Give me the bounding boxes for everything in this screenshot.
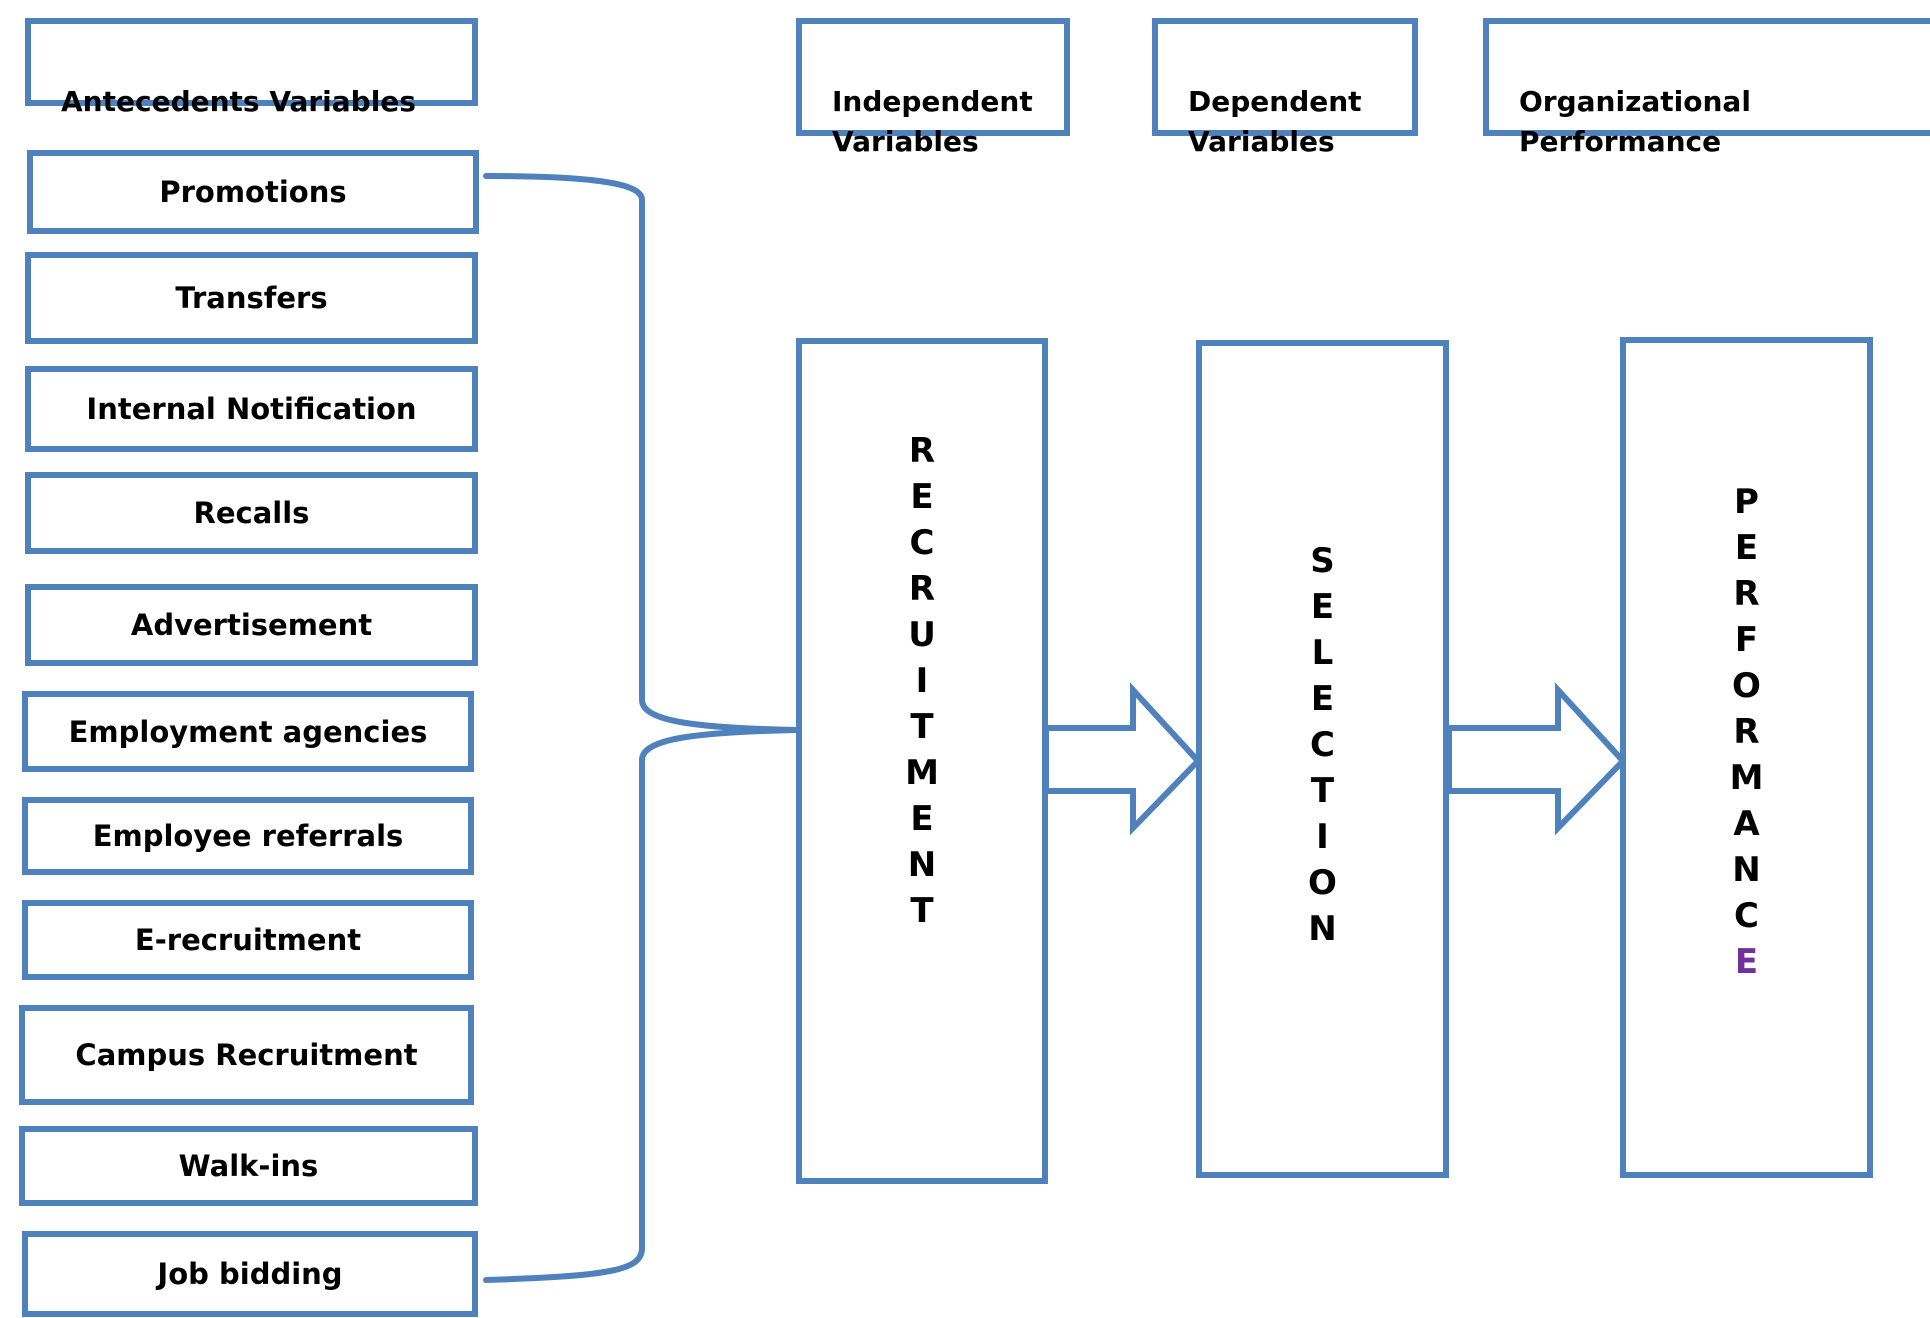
arrow-recruitment-to-selection [1043, 682, 1203, 836]
recruitment-letter: C [909, 523, 935, 563]
performance-vertical-text: P E R F O R M A N C E [1730, 479, 1764, 985]
selection-letter: C [1310, 725, 1335, 765]
recruitment-letter: M [905, 753, 939, 793]
antecedent-advertisement: Advertisement [25, 584, 478, 666]
selection-vertical-text: S E L E C T I O N [1308, 538, 1337, 952]
performance-letter: E [1734, 528, 1759, 568]
performance-letter: F [1734, 620, 1759, 660]
selection-letter: N [1308, 909, 1337, 949]
arrow-selection-to-performance [1446, 682, 1628, 836]
antecedent-label: Employee referrals [92, 819, 404, 853]
performance-box: P E R F O R M A N C E [1620, 337, 1873, 1178]
selection-box: S E L E C T I O N [1196, 340, 1449, 1178]
recruitment-letter: U [908, 615, 936, 655]
header-dependent-variables: Dependent Variables [1152, 18, 1418, 158]
recruitment-letter: E [910, 799, 934, 839]
antecedent-internal-notification: Internal Notification [25, 366, 478, 452]
antecedent-label: E-recruitment [134, 923, 362, 957]
performance-letter-accent: E [1734, 942, 1759, 982]
header-antecedents-variables: Antecedents Variables [25, 18, 478, 118]
performance-letter: C [1734, 896, 1759, 936]
recruitment-letter: E [910, 477, 934, 517]
antecedent-label: Walk-ins [178, 1149, 319, 1183]
header-organizational-performance: Organizational Performance [1483, 18, 1930, 158]
performance-letter: R [1733, 574, 1760, 614]
header-organizational-label: Organizational Performance [1519, 85, 1751, 158]
header-dependent-label: Dependent Variables [1188, 85, 1362, 158]
antecedent-label: Advertisement [130, 608, 373, 642]
recruitment-letter: T [910, 707, 934, 747]
antecedent-transfers: Transfers [25, 252, 478, 344]
selection-letter: O [1308, 863, 1337, 903]
selection-letter: E [1310, 587, 1335, 627]
performance-letter: N [1732, 850, 1761, 890]
antecedent-walk-ins: Walk-ins [19, 1126, 478, 1206]
selection-letter: E [1310, 679, 1335, 719]
antecedent-promotions: Promotions [27, 150, 479, 234]
antecedent-label: Promotions [159, 175, 347, 209]
antecedent-campus-recruitment: Campus Recruitment [19, 1005, 474, 1105]
antecedent-label: Employment agencies [68, 714, 428, 749]
antecedent-recalls: Recalls [25, 472, 478, 554]
selection-letter: I [1316, 817, 1329, 857]
recruitment-letter: T [910, 891, 934, 931]
header-antecedents-label: Antecedents Variables [61, 85, 416, 118]
antecedent-label: Campus Recruitment [75, 1038, 418, 1072]
performance-letter: O [1732, 666, 1761, 706]
recruitment-letter: R [908, 431, 936, 471]
antecedent-label: Job bidding [157, 1257, 343, 1291]
antecedent-employee-referrals: Employee referrals [22, 797, 474, 875]
recruitment-box: R E C R U I T M E N T [796, 338, 1048, 1184]
selection-letter: T [1310, 771, 1335, 811]
recruitment-letter: R [908, 569, 936, 609]
performance-letter: M [1729, 758, 1764, 798]
recruitment-letter: N [907, 845, 937, 885]
performance-letter: P [1734, 482, 1759, 522]
antecedent-job-bidding: Job bidding [22, 1231, 478, 1317]
left-brace [483, 173, 799, 1283]
selection-letter: L [1311, 633, 1334, 673]
antecedent-label: Transfers [175, 281, 328, 315]
performance-letter: R [1733, 712, 1760, 752]
antecedent-label: Recalls [193, 496, 310, 530]
antecedent-e-recruitment: E-recruitment [22, 900, 474, 980]
header-independent-label: Independent Variables [832, 85, 1033, 158]
antecedent-label: Internal Notification [86, 392, 417, 426]
recruitment-letter: I [915, 661, 929, 701]
performance-letter: A [1733, 804, 1760, 844]
antecedent-employment-agencies: Employment agencies [22, 691, 474, 772]
recruitment-vertical-text: R E C R U I T M E N T [905, 428, 939, 934]
selection-letter: S [1310, 541, 1335, 581]
header-independent-variables: Independent Variables [796, 18, 1070, 158]
